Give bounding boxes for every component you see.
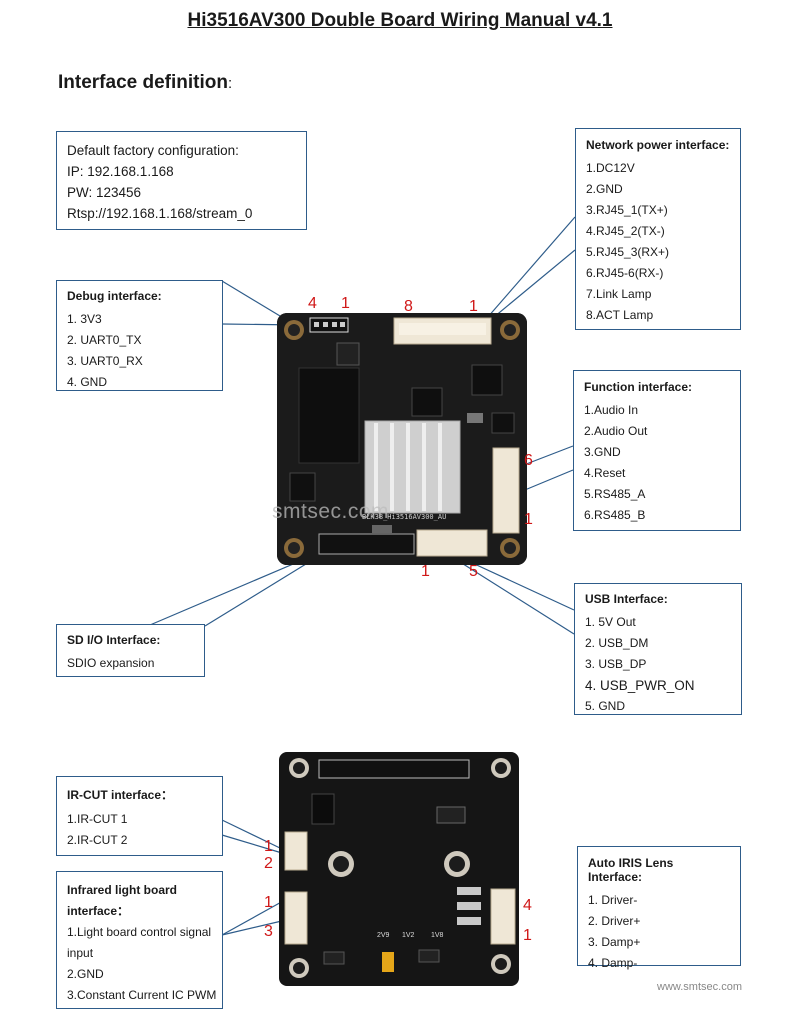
usb-item: 1. 5V Out	[585, 615, 636, 629]
ircut-item: 1.IR-CUT 1	[67, 812, 128, 826]
function-item: 6.RS485_B	[584, 508, 646, 522]
config-rtsp: Rtsp://192.168.1.168/stream_0	[67, 206, 253, 221]
sd-title: SD I/O Interface:	[67, 633, 161, 647]
section-heading: Interface definition:	[58, 72, 233, 93]
function-pin-6: 6	[524, 452, 533, 469]
sd-interface-box: SD I/O Interface: SDIO expansion	[56, 624, 205, 677]
network-item: 7.Link Lamp	[586, 287, 652, 301]
function-item: 3.GND	[584, 445, 621, 459]
function-item: 1.Audio In	[584, 403, 639, 417]
network-power-box: Network power interface: 1.DC12V 2.GND 3…	[575, 128, 741, 330]
usb-pin-5: 5	[469, 563, 478, 580]
iris-pin-1: 1	[523, 927, 532, 944]
iris-item: 3. Damp+	[588, 935, 641, 949]
config-password: PW: 123456	[67, 185, 142, 200]
usb-item: 4. USB_PWR_ON	[585, 678, 695, 693]
ircut-item: 2.IR-CUT 2	[67, 833, 128, 847]
network-item: 6.RJ45-6(RX-)	[586, 266, 664, 280]
infrared-title-cont: interface：	[67, 904, 130, 918]
default-config-box: Default factory configuration: IP: 192.1…	[56, 131, 307, 230]
network-item: 3.RJ45_1(TX+)	[586, 203, 668, 217]
function-pin-1: 1	[524, 511, 533, 528]
network-item: 2.GND	[586, 182, 623, 196]
debug-pin-4: 4	[308, 295, 317, 312]
debug-item: 3. UART0_RX	[67, 354, 143, 368]
network-pin-8: 8	[404, 298, 413, 315]
silk-2v9: 2V9	[377, 932, 390, 939]
usb-item: 5. GND	[585, 699, 626, 713]
network-item: 1.DC12V	[586, 161, 635, 175]
ircut-title: IR-CUT interface：	[67, 788, 174, 802]
infrared-interface-box: Infrared light board interface： 1.Light …	[56, 871, 223, 1009]
network-title: Network power interface:	[586, 138, 730, 152]
usb-title: USB Interface:	[585, 592, 668, 606]
debug-interface-box: Debug interface: 1. 3V3 2. UART0_TX 3. U…	[56, 280, 223, 391]
infrared-title: Infrared light board	[67, 883, 178, 897]
ircut-pin-1: 1	[264, 838, 273, 855]
function-item: 2.Audio Out	[584, 424, 648, 438]
board-label: BLK38_Hi3516AV300_AU	[362, 513, 447, 521]
config-ip: IP: 192.168.1.168	[67, 164, 174, 179]
debug-item: 2. UART0_TX	[67, 333, 142, 347]
ircut-pin-2: 2	[264, 855, 273, 872]
usb-pin-1: 1	[421, 563, 430, 580]
infrared-item: input	[67, 946, 94, 960]
iris-item: 2. Driver+	[588, 914, 641, 928]
silk-1v2: 1V2	[402, 932, 415, 939]
infrared-pin-1: 1	[264, 894, 273, 911]
network-pin-1: 1	[469, 298, 478, 315]
iris-item: 4. Damp-	[588, 956, 638, 970]
document-title: Hi3516AV300 Double Board Wiring Manual v…	[187, 10, 613, 31]
iris-pin-4: 4	[523, 897, 532, 914]
usb-item: 2. USB_DM	[585, 636, 649, 650]
footer-url: www.smtsec.com	[657, 981, 742, 993]
network-item: 8.ACT Lamp	[586, 308, 654, 322]
main-board-photo: BLK38_Hi3516AV300_AU	[277, 313, 527, 565]
usb-item: 3. USB_DP	[585, 657, 647, 671]
debug-item: 4. GND	[67, 375, 108, 389]
network-item: 5.RJ45_3(RX+)	[586, 245, 670, 259]
infrared-item: 2.GND	[67, 967, 104, 981]
iris-interface-box: Auto IRIS Lens Interface: 1. Driver- 2. …	[577, 846, 741, 970]
infrared-item: 1.Light board control signal	[67, 925, 212, 939]
function-item: 4.Reset	[584, 466, 626, 480]
infrared-pin-3: 3	[264, 923, 273, 940]
iris-title: Auto IRIS Lens Interface:	[588, 856, 674, 884]
debug-title: Debug interface:	[67, 289, 162, 303]
debug-item: 1. 3V3	[67, 312, 102, 326]
sd-item: SDIO expansion	[67, 656, 155, 670]
network-item: 4.RJ45_2(TX-)	[586, 224, 665, 238]
infrared-item: 3.Constant Current IC PWM	[67, 988, 217, 1002]
silk-1v8: 1V8	[431, 932, 444, 939]
usb-interface-box: USB Interface: 1. 5V Out 2. USB_DM 3. US…	[574, 583, 742, 715]
function-interface-box: Function interface: 1.Audio In 2.Audio O…	[573, 370, 741, 531]
ircut-interface-box: IR-CUT interface： 1.IR-CUT 1 2.IR-CUT 2	[56, 776, 223, 856]
watermark: smtsec.com	[272, 500, 390, 523]
function-title: Function interface:	[584, 380, 693, 394]
config-heading: Default factory configuration:	[67, 143, 239, 158]
sensor-board-photo: 2V9 1V2 1V8	[279, 752, 519, 986]
function-item: 5.RS485_A	[584, 487, 646, 501]
iris-item: 1. Driver-	[588, 893, 638, 907]
debug-pin-1: 1	[341, 295, 350, 312]
